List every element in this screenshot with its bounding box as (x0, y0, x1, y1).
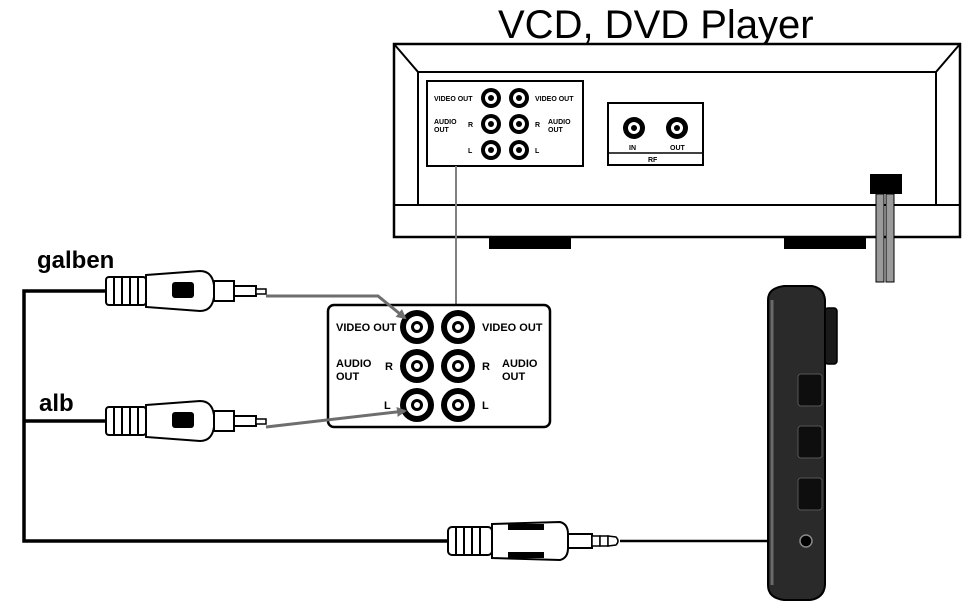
yellow-rca-plug (105, 269, 267, 313)
rear-audio-right-label: AUDIO (548, 119, 571, 126)
rear-jack (509, 88, 529, 108)
device-button (797, 425, 823, 459)
r-right-label: R (482, 361, 490, 373)
video-out-jack-left (400, 310, 434, 344)
device-button (797, 373, 823, 407)
video-out-jack-right (441, 310, 475, 344)
rear-video-out-right-label: VIDEO OUT (535, 96, 574, 103)
diagram-title: VCD, DVD Player (498, 3, 814, 47)
audio-l-jack-right (441, 388, 475, 422)
rf-label: RF (648, 157, 658, 164)
rear-jack (481, 114, 501, 134)
rear-l-right-label: L (535, 148, 540, 155)
rear-r-right-label: R (535, 122, 540, 129)
rf-out-label: OUT (670, 145, 686, 152)
main-cable (22, 289, 448, 543)
rear-r-left-label: R (468, 122, 473, 129)
audio-r-jack-right (441, 349, 475, 383)
rear-video-out-left-label: VIDEO OUT (434, 96, 473, 103)
yellow-cable-label: galben (37, 247, 114, 274)
rear-audio-left-label-2: OUT (434, 127, 450, 134)
audio-l-jack-left (400, 388, 434, 422)
enlarged-av-panel: VIDEO OUT VIDEO OUT AUDIO OUT R R AUDIO … (326, 303, 552, 429)
portable-device (767, 285, 838, 601)
white-rca-plug (105, 399, 267, 443)
video-out-right-label: VIDEO OUT (482, 322, 543, 334)
rear-audio-right-label-2: OUT (548, 127, 564, 134)
rear-jack (481, 88, 501, 108)
device-button (797, 477, 823, 511)
rf-in-jack (623, 117, 645, 139)
minijack-plug (447, 520, 619, 562)
white-cable-label: alb (39, 390, 74, 417)
rf-out-jack (666, 117, 688, 139)
rear-l-left-label: L (468, 148, 473, 155)
audio-out-left-label-2: OUT (336, 371, 360, 383)
rear-audio-left-label: AUDIO (434, 119, 457, 126)
rear-jack (481, 140, 501, 160)
yellow-arrow (266, 294, 407, 320)
rear-jack (509, 140, 529, 160)
device-audio-jack (799, 534, 813, 548)
player-foot-right (784, 237, 866, 249)
audio-out-right-label-2: OUT (502, 371, 526, 383)
white-arrow (265, 406, 407, 429)
rear-av-panel: VIDEO OUT VIDEO OUT AUDIO OUT R R AUDIO … (426, 80, 584, 167)
audio-out-left-label: AUDIO (336, 358, 372, 370)
l-left-label: L (384, 400, 391, 412)
rf-in-label: IN (629, 145, 636, 152)
rear-jack (509, 114, 529, 134)
l-right-label: L (482, 400, 489, 412)
r-left-label: R (385, 361, 393, 373)
player-foot-left (489, 237, 571, 249)
video-out-left-label: VIDEO OUT (336, 322, 397, 334)
rf-panel: IN OUT RF (607, 102, 704, 166)
power-cord-plug (870, 174, 902, 194)
audio-out-right-label: AUDIO (502, 358, 538, 370)
audio-r-jack-left (400, 349, 434, 383)
